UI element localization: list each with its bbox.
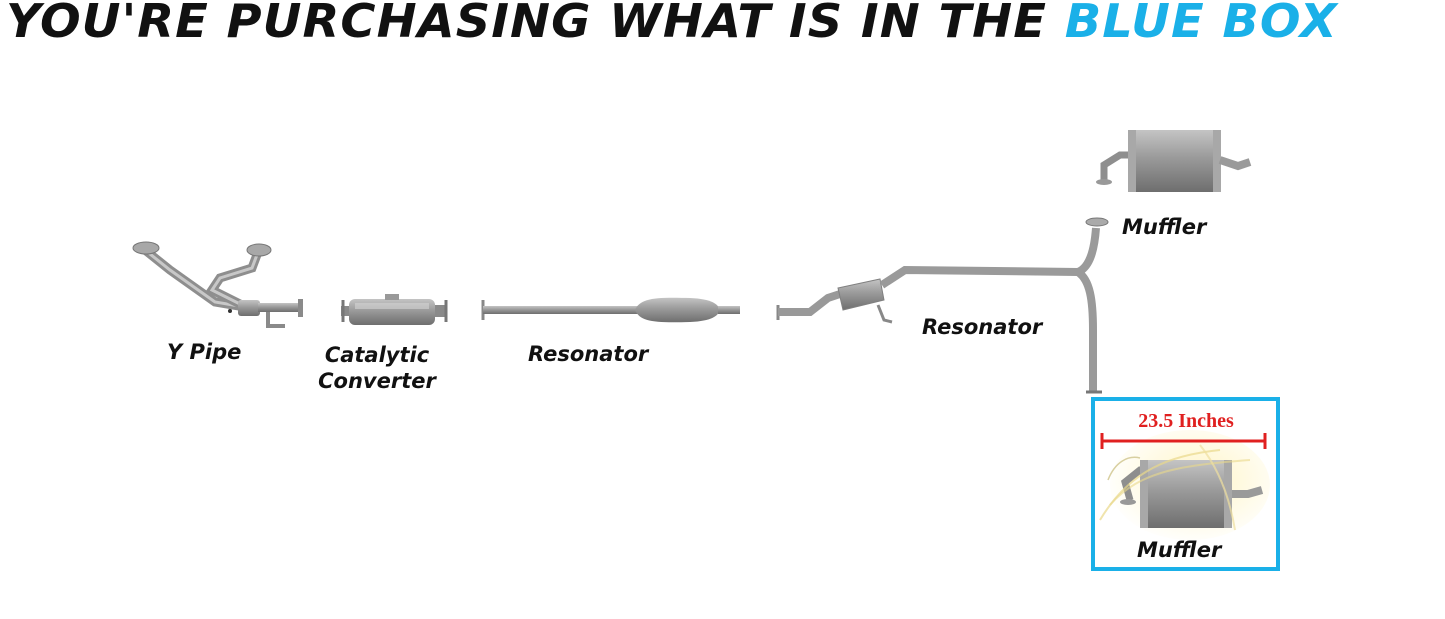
upper-muffler-part xyxy=(1096,130,1252,192)
catalytic-converter-part xyxy=(341,294,448,325)
catalytic-converter-label-line2: Converter xyxy=(318,369,436,393)
dimension-line xyxy=(1100,433,1267,449)
upper-muffler-label: Muffler xyxy=(1122,215,1207,239)
front-resonator-label: Resonator xyxy=(528,342,649,366)
rear-resonator-part xyxy=(776,217,1109,394)
y-pipe-part xyxy=(132,241,303,328)
headline: YOU'RE PURCHASING WHAT IS IN THE BLUE BO… xyxy=(6,0,1338,48)
headline-highlight: BLUE BOX xyxy=(1064,0,1338,48)
selected-muffler-label: Muffler xyxy=(1137,538,1222,562)
headline-main: YOU'RE PURCHASING WHAT IS IN THE xyxy=(6,0,1047,48)
rear-resonator-label: Resonator xyxy=(922,315,1043,339)
dimension-label: 23.5 Inches xyxy=(1138,410,1234,432)
y-pipe-label: Y Pipe xyxy=(167,340,242,364)
selected-muffler-part xyxy=(1099,430,1270,540)
blue-selection-box xyxy=(1091,397,1280,571)
front-resonator-part xyxy=(481,297,740,323)
catalytic-converter-label-line1: Catalytic xyxy=(324,343,430,367)
